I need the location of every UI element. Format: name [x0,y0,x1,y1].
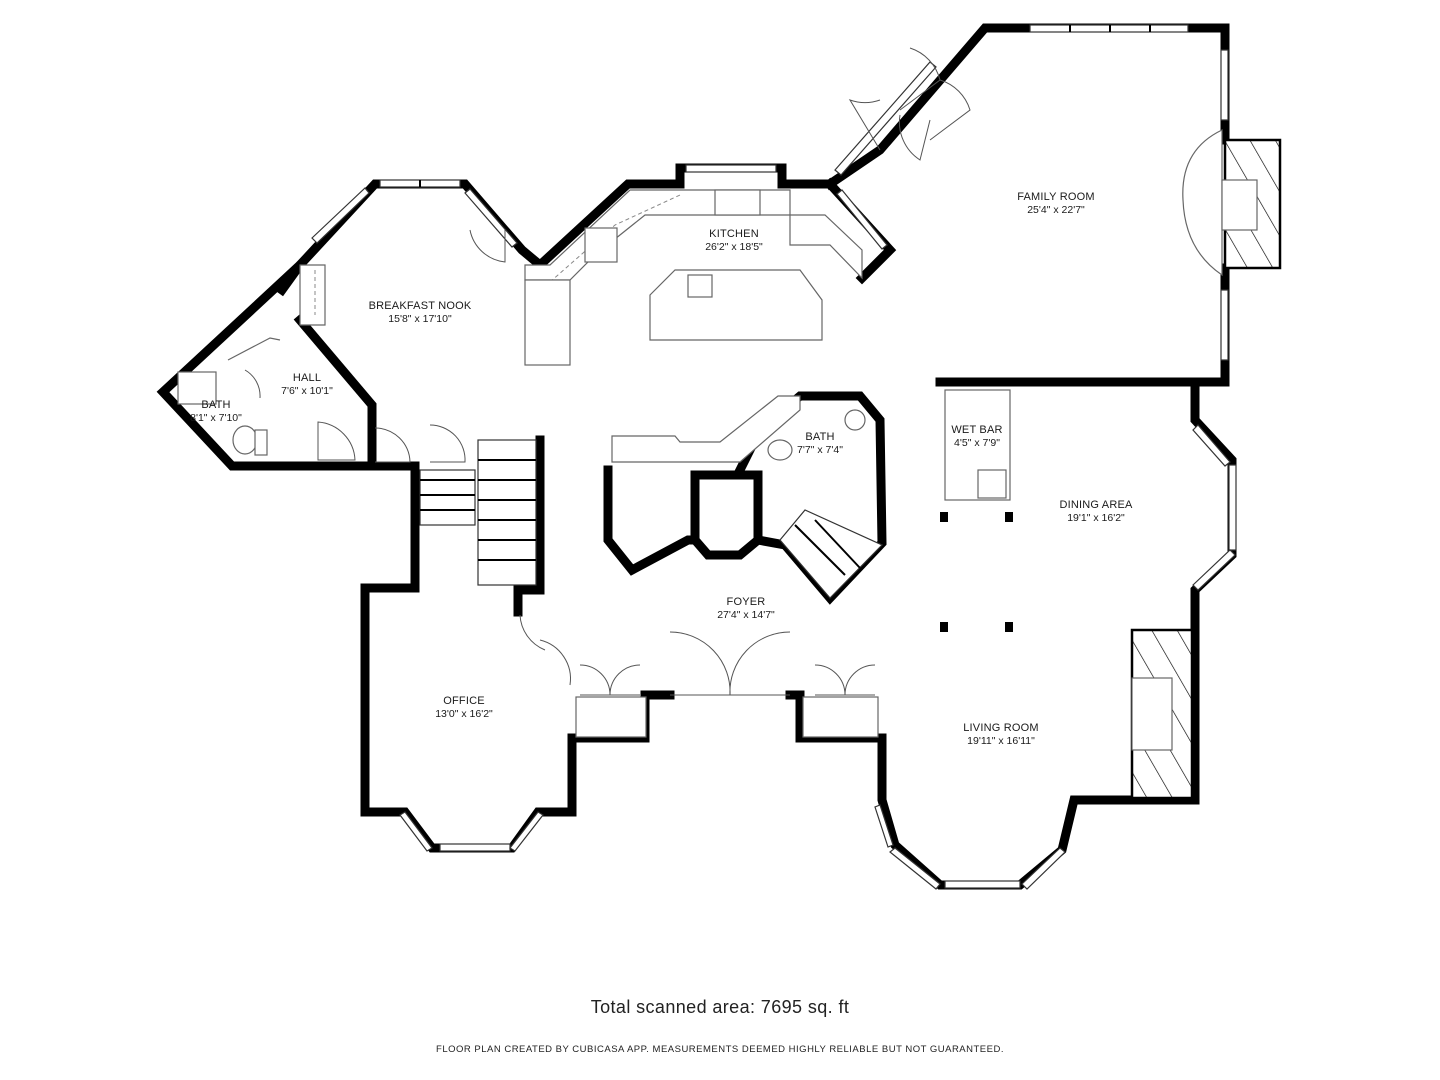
office-dim: 13'0" x 16'2" [435,708,493,720]
dining-area-name: DINING AREA [1059,499,1133,511]
foyer-name: FOYER [727,596,766,608]
disclaimer-text: FLOOR PLAN CREATED BY CUBICASA APP. MEAS… [436,1044,1004,1055]
hall-name: HALL [293,372,321,384]
bath-left-name: BATH [201,399,230,411]
living-room-name: LIVING ROOM [963,722,1039,734]
breakfast-nook-name: BREAKFAST NOOK [369,300,472,312]
office-name: OFFICE [443,695,485,707]
total-area-text: Total scanned area: 7695 sq. ft [590,997,850,1017]
kitchen-name: KITCHEN [709,228,759,240]
foyer-dim: 27'4" x 14'7" [717,609,775,621]
breakfast-nook-dim: 15'8" x 17'10" [388,313,452,325]
room-labels: FAMILY ROOM 25'4" x 22'7" KITCHEN 26'2" … [190,191,1133,747]
windows [311,24,1237,890]
hall-dim: 7'6" x 10'1" [281,385,333,397]
bath-center-name: BATH [805,431,834,443]
family-room-dim: 25'4" x 22'7" [1027,204,1085,216]
fixtures [177,129,1282,800]
family-room-name: FAMILY ROOM [1017,191,1095,203]
wet-bar-name: WET BAR [951,424,1002,436]
dining-area-dim: 19'1" x 16'2" [1067,512,1125,524]
living-room-dim: 19'11" x 16'11" [967,735,1035,747]
kitchen-dim: 26'2" x 18'5" [705,241,763,253]
columns [940,512,1013,632]
wet-bar-dim: 4'5" x 7'9" [954,437,1000,449]
bath-left-dim: 8'1" x 7'10" [190,412,242,424]
bath-center-dim: 7'7" x 7'4" [797,444,843,456]
doors [244,47,971,696]
stairs [419,439,884,599]
